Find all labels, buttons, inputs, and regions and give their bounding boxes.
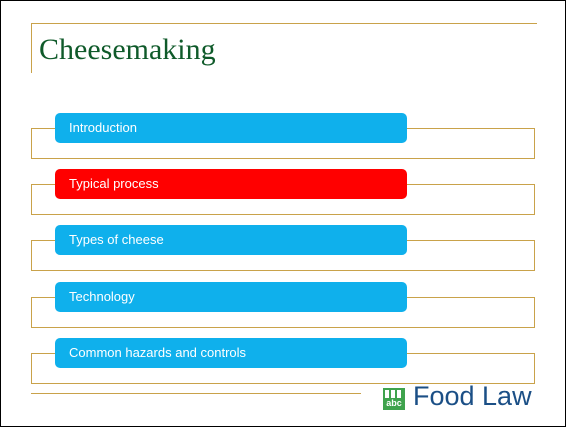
menu-item-frame [31,184,535,215]
title-divider [31,23,537,24]
typical-process-button[interactable]: Typical process [55,169,407,199]
slide-title: Cheesemaking [39,33,216,66]
common-hazards-button[interactable]: Common hazards and controls [55,338,407,368]
technology-button[interactable]: Technology [55,282,407,312]
menu-item-frame [31,128,535,159]
menu-item-frame-top-right [407,240,535,241]
abc-icon-grid [385,390,403,398]
title-accent-line [31,23,32,73]
food-law-logo: abc Food Law [379,379,559,419]
menu-item-frame-top-right [407,297,535,298]
menu-item-frame-top-left [31,240,56,241]
menu-item-frame-top-left [31,128,56,129]
menu-item-frame [31,240,535,271]
menu-item-frame [31,297,535,328]
menu-item-common-hazards: Common hazards and controls [1,338,565,384]
menu-item-frame-top-left [31,297,56,298]
menu-item-frame-top-left [31,353,56,354]
abc-icon: abc [383,388,405,410]
menu-item-introduction: Introduction [1,113,565,159]
abc-icon-text: abc [386,398,402,408]
introduction-button[interactable]: Introduction [55,113,407,143]
menu-item-frame-top-right [407,184,535,185]
menu-item-frame [31,353,535,384]
menu-item-frame-top-left [31,184,56,185]
menu-item-frame-top-right [407,353,535,354]
menu-item-frame-top-right [407,128,535,129]
logo-text: Food Law [413,381,532,411]
types-of-cheese-button[interactable]: Types of cheese [55,225,407,255]
menu-item-technology: Technology [1,282,565,328]
menu-item-typical-process: Typical process [1,169,565,215]
footer-divider [31,393,361,394]
menu-item-types-of-cheese: Types of cheese [1,225,565,271]
